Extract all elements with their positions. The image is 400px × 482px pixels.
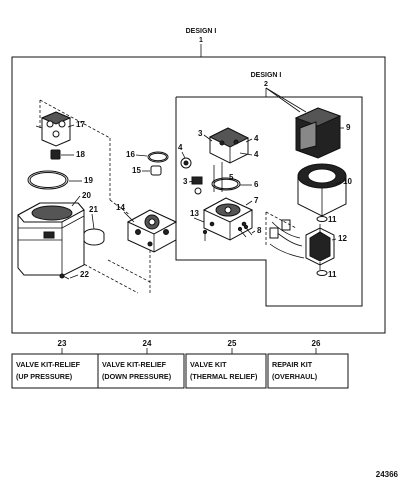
kit-23-line1: VALVE KIT-RELIEF bbox=[16, 360, 81, 369]
guide-line bbox=[109, 199, 131, 216]
callout-15: 15 bbox=[132, 166, 141, 175]
washer-part-11 bbox=[316, 270, 328, 276]
callout-12: 12 bbox=[338, 234, 347, 243]
design-top-number: 1 bbox=[199, 37, 203, 44]
callout-4-b: 4 bbox=[254, 150, 259, 159]
callout-14: 14 bbox=[116, 203, 125, 212]
reference-code: 24366 bbox=[376, 470, 399, 479]
motor-cover-part-9 bbox=[294, 107, 342, 159]
callout-4-a: 4 bbox=[254, 134, 259, 143]
guide-line bbox=[39, 99, 111, 139]
kit-25: 25 VALVE KIT (THERMAL RELIEF) bbox=[185, 339, 267, 389]
inner-frame bbox=[175, 96, 363, 307]
kit-23-number: 23 bbox=[58, 339, 67, 348]
callout-10: 10 bbox=[343, 177, 352, 186]
o-ring-part-6 bbox=[211, 177, 241, 191]
callout-8: 8 bbox=[257, 226, 262, 235]
kit-25-line2: (THERMAL RELIEF) bbox=[190, 372, 258, 381]
kit-23: 23 VALVE KIT-RELIEF (UP PRESSURE) bbox=[11, 339, 99, 389]
kit-26-box bbox=[267, 353, 349, 389]
valve-block-part bbox=[208, 127, 250, 164]
guide-line bbox=[79, 261, 139, 294]
washer-part-11 bbox=[316, 216, 328, 222]
callout-22: 22 bbox=[80, 270, 89, 279]
callout-11-top: 11 bbox=[328, 215, 337, 224]
design-inner-label: DESIGN I bbox=[251, 72, 282, 79]
design-top-label: DESIGN I bbox=[186, 28, 217, 35]
reservoir-part-20 bbox=[17, 202, 85, 276]
callout-13: 13 bbox=[190, 209, 199, 218]
motor-frame-part-10 bbox=[297, 163, 347, 217]
kit-26-line1: REPAIR KIT bbox=[272, 360, 313, 369]
brush-harness bbox=[269, 219, 305, 259]
callout-4-c: 4 bbox=[178, 143, 183, 152]
kit-24-number: 24 bbox=[143, 339, 152, 348]
design-inner-number: 2 bbox=[264, 81, 268, 88]
callout-9: 9 bbox=[346, 123, 351, 132]
armature-part-12 bbox=[305, 224, 335, 270]
outer-frame bbox=[11, 56, 386, 334]
kit-25-box bbox=[185, 353, 267, 389]
callout-3-mid: 3 bbox=[183, 177, 188, 186]
kit-24-line1: VALVE KIT-RELIEF bbox=[102, 360, 167, 369]
callout-19: 19 bbox=[84, 176, 93, 185]
kit-24-line2: (DOWN PRESSURE) bbox=[102, 372, 172, 381]
kit-26-line2: (OVERHAUL) bbox=[272, 372, 318, 381]
manifold-cap-part-17 bbox=[35, 111, 72, 147]
guide-line bbox=[107, 259, 151, 283]
screws-part-8 bbox=[237, 224, 253, 238]
callout-18: 18 bbox=[76, 150, 85, 159]
kit-25-number: 25 bbox=[228, 339, 237, 348]
screw-part-22 bbox=[59, 273, 70, 280]
guide-line bbox=[265, 211, 297, 229]
callout-21: 21 bbox=[89, 205, 98, 214]
callout-5: 5 bbox=[229, 173, 234, 182]
callout-6: 6 bbox=[254, 180, 259, 189]
callout-11-bottom: 11 bbox=[328, 270, 337, 279]
callout-3-top: 3 bbox=[198, 129, 203, 138]
callout-7: 7 bbox=[254, 196, 259, 205]
kit-24: 24 VALVE KIT-RELIEF (DOWN PRESSURE) bbox=[97, 339, 185, 389]
pump-body-part-14 bbox=[126, 209, 178, 253]
kit-24-box bbox=[97, 353, 185, 389]
fitting-part-15 bbox=[150, 165, 162, 176]
kit-26-number: 26 bbox=[312, 339, 321, 348]
kit-23-line2: (UP PRESSURE) bbox=[16, 372, 73, 381]
fill-plug-part-18 bbox=[50, 149, 61, 160]
kit-26: 26 REPAIR KIT (OVERHAUL) bbox=[267, 339, 349, 389]
o-ring-part-16 bbox=[147, 151, 169, 163]
pump-housing-part-7 bbox=[202, 197, 254, 241]
callout-20: 20 bbox=[82, 191, 91, 200]
callout-16: 16 bbox=[126, 150, 135, 159]
cap-part-21 bbox=[83, 228, 105, 246]
kit-25-line1: VALVE KIT bbox=[190, 360, 227, 369]
o-ring-part-19 bbox=[27, 170, 69, 190]
callout-17: 17 bbox=[76, 120, 85, 129]
